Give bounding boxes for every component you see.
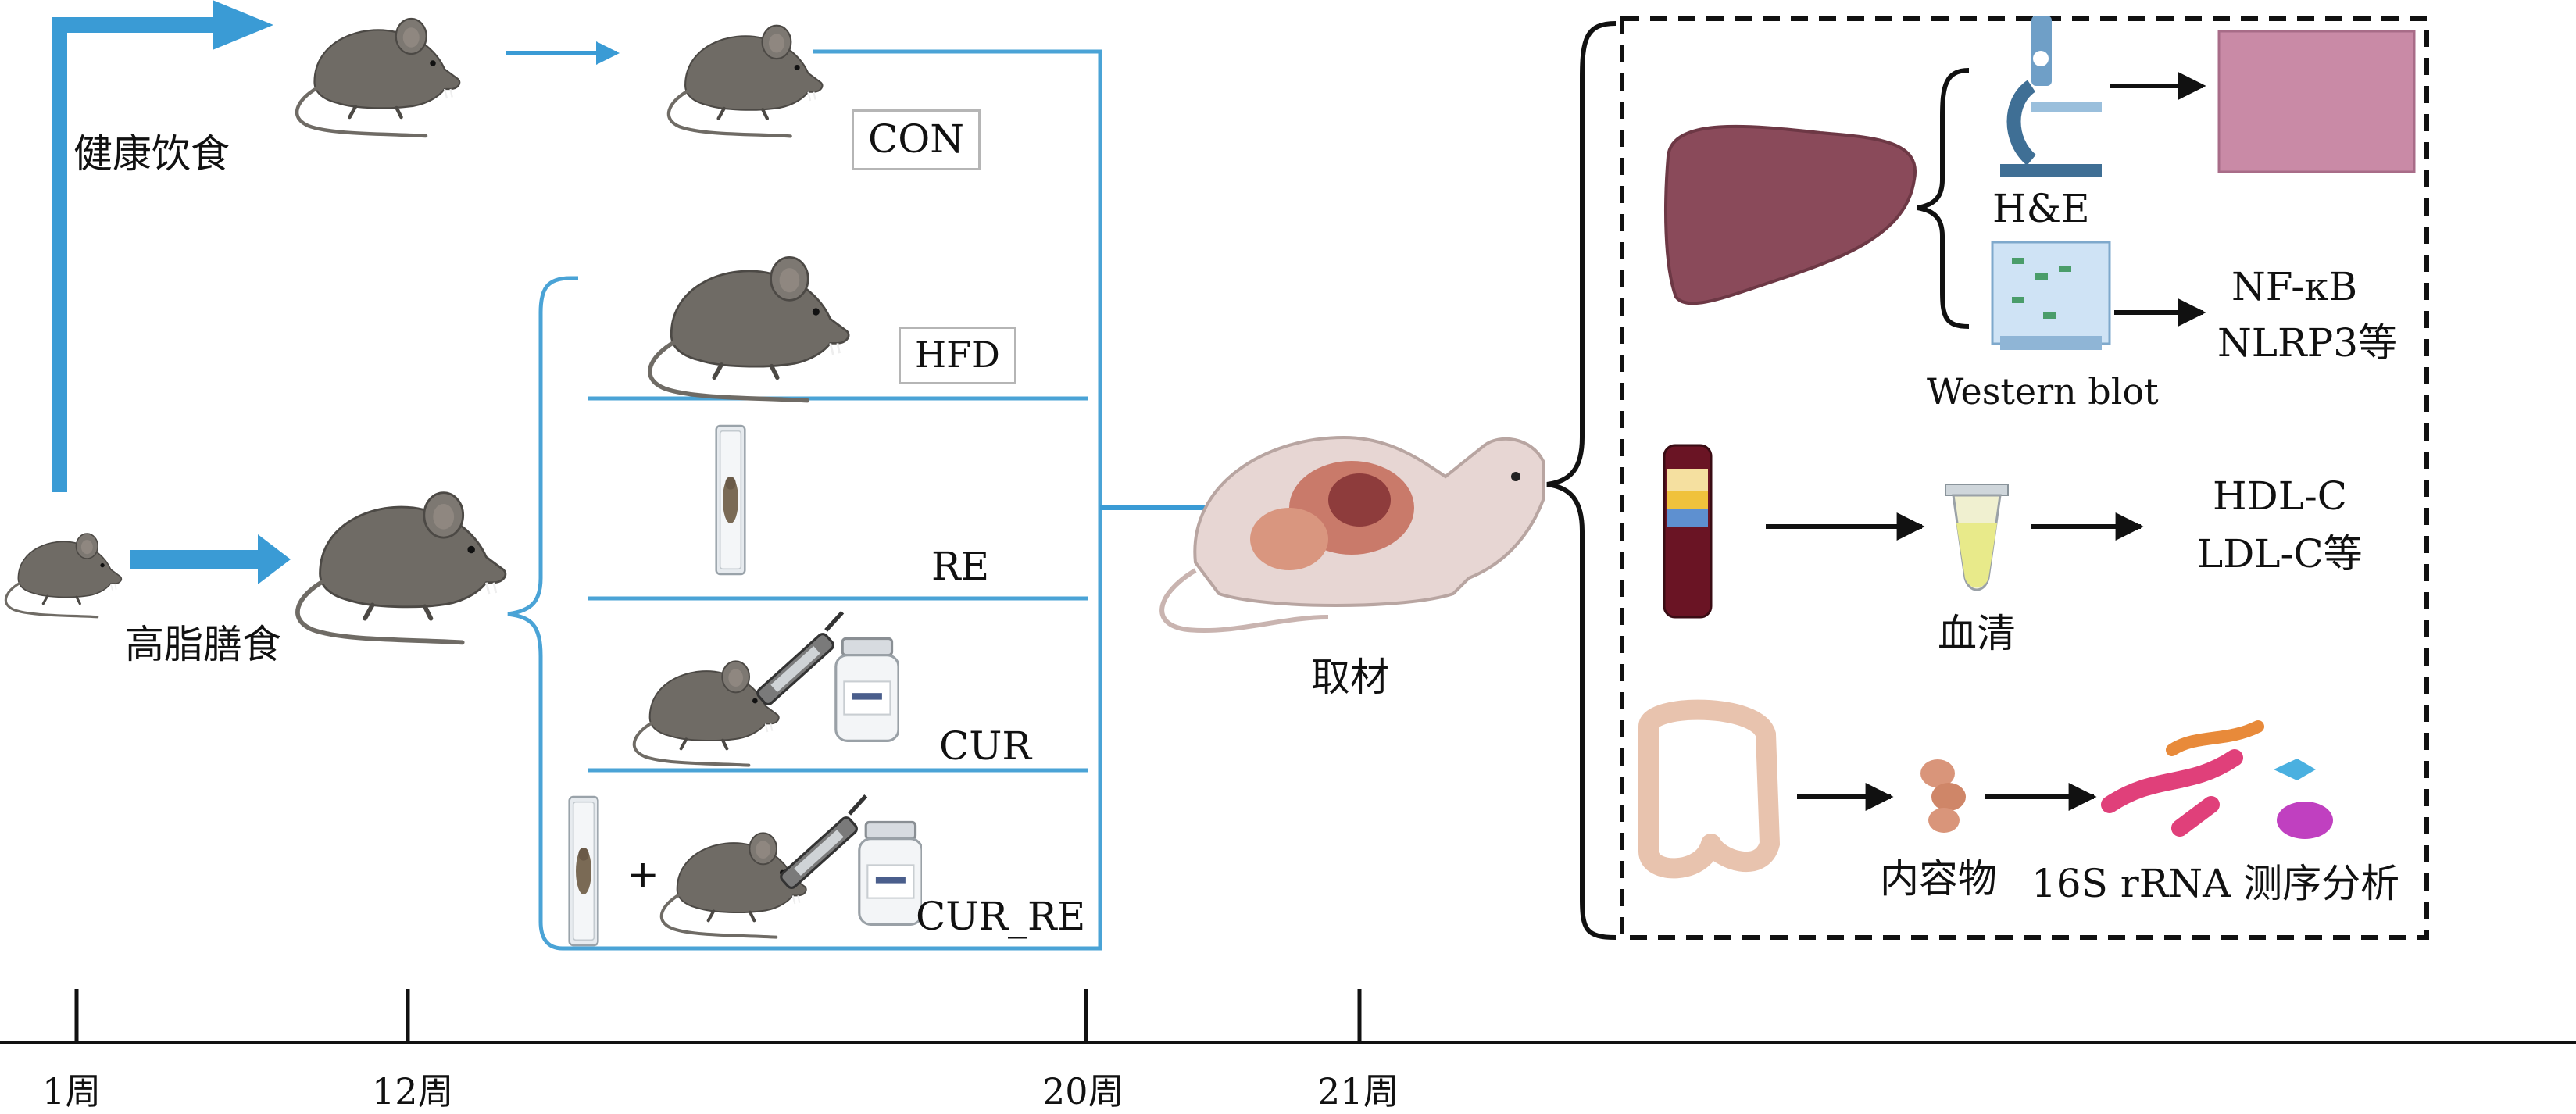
timeline-label-week-12: 12周 xyxy=(372,1070,454,1112)
analysis-dashed-frame xyxy=(1620,16,2429,940)
group-label-cur: CUR xyxy=(939,723,1032,769)
liver-marker-nfkb: NF-κB xyxy=(2231,264,2358,309)
group-label-con: CON xyxy=(852,109,981,170)
group-label-re: RE xyxy=(931,544,990,589)
sequencing-label: 16S rRNA 测序分析 xyxy=(2031,861,2400,906)
healthy-diet-arrowhead xyxy=(213,0,273,50)
sampling-label: 取材 xyxy=(1311,655,1389,700)
timeline-label-week-20: 20周 xyxy=(1042,1070,1124,1112)
group-block xyxy=(507,49,1237,951)
cur-re-mouse-icon xyxy=(662,833,806,937)
cur-re-syringe-bottle-icon xyxy=(779,796,922,925)
high-fat-diet-label: 高脂膳食 xyxy=(125,622,281,667)
analysis-bracket xyxy=(1546,21,1617,940)
western-blot-icon xyxy=(1991,241,2111,350)
microscope-icon xyxy=(2000,16,2102,177)
hfd-mouse-icon xyxy=(650,257,849,400)
he-label: H&E xyxy=(1992,186,2090,231)
group-label-hfd: HFD xyxy=(899,327,1016,384)
colon-icon xyxy=(1638,699,1781,879)
blood-tube-icon xyxy=(1663,444,1713,619)
serum-tube-icon xyxy=(1945,484,2009,591)
healthy-diet-label: 健康饮食 xyxy=(73,131,230,177)
cur-re-restraint-tube-icon xyxy=(568,795,599,947)
gut-contents-icon xyxy=(1920,759,1966,833)
con-mouse-icon xyxy=(669,26,823,137)
liver-bracket xyxy=(1917,68,1970,329)
high-fat-mouse-icon xyxy=(298,493,506,643)
cur-mouse-icon xyxy=(634,661,779,765)
timeline-label-week-21: 21周 xyxy=(1317,1070,1399,1112)
re-restraint-tube-icon xyxy=(715,424,746,576)
group-bracket xyxy=(507,49,1102,951)
combo-plus-sign: + xyxy=(627,852,659,897)
bacteria-icon xyxy=(2101,720,2333,839)
liver-icon xyxy=(1664,124,1917,305)
timeline-label-week-1: 1周 xyxy=(42,1070,102,1112)
baseline-mouse-icon xyxy=(4,532,123,619)
he-tissue-micrograph xyxy=(2217,30,2416,173)
high-fat-diet-arrow xyxy=(130,550,263,569)
healthy-mouse-icon xyxy=(297,19,459,136)
western-blot-label: Western blot xyxy=(1927,370,2159,412)
blood-marker-hdl: HDL-C xyxy=(2213,473,2348,519)
serum-label: 血清 xyxy=(1938,611,2016,656)
group-label-cur-re: CUR_RE xyxy=(916,894,1086,939)
liver-marker-nlrp3: NLRP3等 xyxy=(2217,320,2398,366)
gut-contents-label: 内容物 xyxy=(1880,856,1997,902)
diet-branch xyxy=(4,0,823,643)
timeline xyxy=(0,989,2576,1044)
blood-marker-ldl: LDL-C等 xyxy=(2197,531,2363,577)
analysis-panel xyxy=(1546,16,2429,940)
healthy-diet-vertical-arrow xyxy=(52,23,67,492)
sampling-mouse-icon xyxy=(1159,435,1545,634)
